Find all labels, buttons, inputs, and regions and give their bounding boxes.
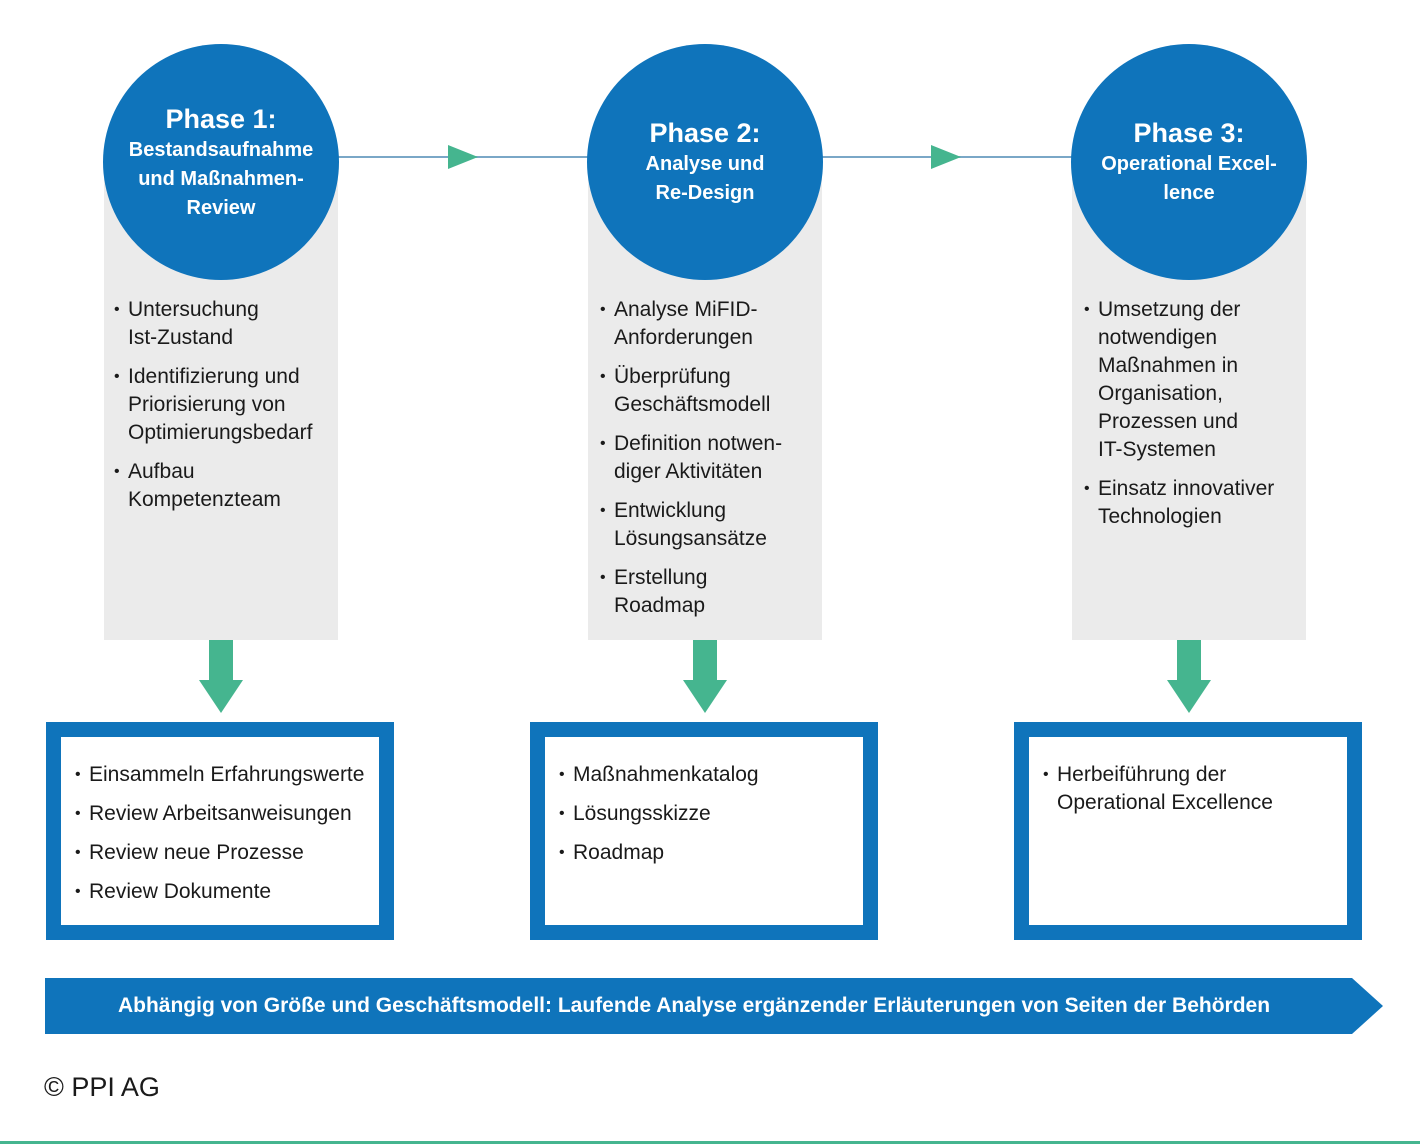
phase-3-results-box: Herbeiführung der Operational Excellence (1014, 722, 1362, 940)
phase-2-circle: Phase 2: Analyse und Re-Design (587, 44, 823, 280)
list-item: Erstellung Roadmap (600, 564, 820, 620)
phase-1-results-box: Einsammeln Erfahrungswerte Review Arbeit… (46, 722, 394, 940)
phase-1-activities: Untersuchung Ist-Zustand Identifizierung… (114, 296, 334, 525)
phase-1-circle: Phase 1: Bestandsaufnahme und Maßnahmen-… (103, 44, 339, 280)
list-item: Einsatz innovativer Technologien (1084, 475, 1304, 531)
phase-1-title: Phase 1: (165, 103, 277, 134)
phase-1-subtitle: Bestandsaufnahme und Maßnahmen- Review (128, 138, 314, 219)
banner-text: Abhängig von Größe und Geschäftsmodell: … (117, 994, 1271, 1017)
list-item: Roadmap (559, 839, 863, 867)
arrow-right-icon (931, 145, 961, 169)
list-item: Maßnahmenkatalog (559, 761, 863, 789)
list-item: Review Arbeitsanweisungen (75, 800, 379, 828)
phase-2-results-box: Maßnahmenkatalog Lösungsskizze Roadmap (530, 722, 878, 940)
arrow-down-stem (693, 640, 717, 680)
list-item: Analyse MiFID- Anforderungen (600, 296, 820, 352)
phase-3-results: Herbeiführung der Operational Excellence (1029, 737, 1347, 817)
phase-2-subtitle: Analyse und Re-Design (645, 153, 765, 204)
phase-2-activities: Analyse MiFID- Anforderungen Überprüfung… (600, 296, 820, 631)
process-banner-arrow: Abhängig von Größe und Geschäftsmodell: … (45, 978, 1383, 1034)
list-item: Review neue Prozesse (75, 839, 379, 867)
arrow-down-stem (1177, 640, 1201, 680)
phase-1-results: Einsammeln Erfahrungswerte Review Arbeit… (61, 737, 379, 906)
arrow-down-stem (209, 640, 233, 680)
list-item: Identifizierung und Priorisierung von Op… (114, 363, 334, 447)
arrow-down-icon (199, 680, 243, 713)
phase-2-results: Maßnahmenkatalog Lösungsskizze Roadmap (545, 737, 863, 867)
arrow-down-icon (1167, 680, 1211, 713)
phase-3-activities: Umsetzung der notwendigen Maßnahmen in O… (1084, 296, 1304, 542)
list-item: Lösungsskizze (559, 800, 863, 828)
arrow-down-icon (683, 680, 727, 713)
list-item: Umsetzung der notwendigen Maßnahmen in O… (1084, 296, 1304, 464)
phase-3-circle: Phase 3: Operational Excel- lence (1071, 44, 1307, 280)
list-item: Einsammeln Erfahrungswerte (75, 761, 379, 789)
list-item: Entwicklung Lösungsansätze (600, 497, 820, 553)
list-item: Herbeiführung der Operational Excellence (1043, 761, 1347, 817)
list-item: Überprüfung Geschäftsmodell (600, 363, 820, 419)
bottom-divider (0, 1141, 1420, 1144)
list-item: Aufbau Kompetenzteam (114, 458, 334, 514)
phase-2-title: Phase 2: (649, 118, 761, 148)
list-item: Definition notwen- diger Aktivitäten (600, 430, 820, 486)
list-item: Review Dokumente (75, 878, 379, 906)
phase-3-title: Phase 3: (1133, 118, 1245, 148)
arrow-right-icon (448, 145, 478, 169)
list-item: Untersuchung Ist-Zustand (114, 296, 334, 352)
phase-3-subtitle: Operational Excel- lence (1101, 153, 1277, 204)
copyright-notice: © PPI AG (44, 1072, 160, 1102)
